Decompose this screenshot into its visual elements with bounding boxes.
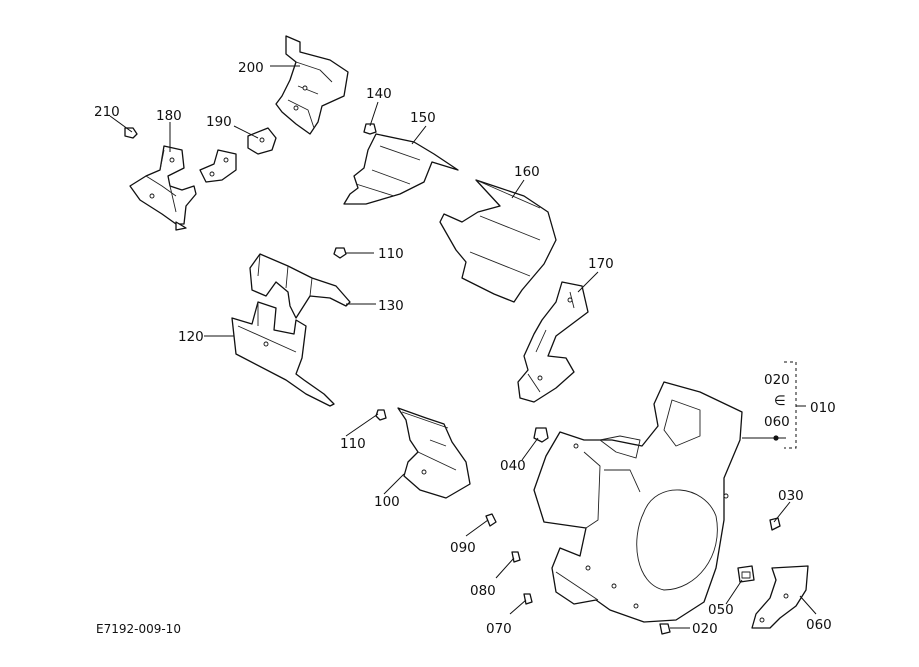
callout-090: 090 (450, 540, 476, 556)
part-110-bolt-lower[interactable] (375, 409, 387, 421)
callout-080: 080 (470, 583, 496, 599)
part-080-bolt[interactable] (511, 551, 521, 563)
part-010-housing[interactable] (533, 381, 743, 623)
callout-110-lower: 110 (340, 436, 366, 452)
callout-060-lower: 060 (806, 617, 832, 633)
part-200-bracket[interactable] (275, 35, 349, 135)
part-190-bracket[interactable] (199, 127, 277, 183)
callout-050: 050 (708, 602, 734, 618)
callout-170: 170 (588, 256, 614, 272)
range-separator: ∈ (774, 393, 786, 409)
callout-030: 030 (778, 488, 804, 504)
callout-labels: 200 210 180 190 140 150 160 110 130 120 … (94, 60, 836, 637)
callout-130: 130 (378, 298, 404, 314)
part-110-bolt-upper[interactable] (333, 247, 347, 259)
part-210-bolt[interactable] (124, 127, 138, 139)
callout-160: 160 (514, 164, 540, 180)
callout-140: 140 (366, 86, 392, 102)
callout-100: 100 (374, 494, 400, 510)
callout-060-upper: 060 (764, 414, 790, 430)
part-120-plate[interactable] (231, 301, 335, 407)
part-020-bolt-lower[interactable] (659, 623, 671, 635)
part-030-screw[interactable] (769, 517, 781, 531)
part-180-bracket[interactable] (129, 145, 197, 231)
callout-070: 070 (486, 621, 512, 637)
part-170-bracket[interactable] (517, 281, 589, 403)
callout-120: 120 (178, 329, 204, 345)
part-050-grommet[interactable] (737, 565, 755, 583)
callout-200: 200 (238, 60, 264, 76)
part-150-cover[interactable] (343, 133, 459, 205)
leader-lines (109, 65, 817, 629)
part-130-bracket[interactable] (249, 253, 351, 319)
callout-040: 040 (500, 458, 526, 474)
callout-010: 010 (810, 400, 836, 416)
callout-190: 190 (206, 114, 232, 130)
part-140-bolt[interactable] (363, 123, 377, 135)
group-bracket-010 (784, 361, 806, 449)
callout-150: 150 (410, 110, 436, 126)
part-060-side-cover[interactable] (751, 565, 809, 629)
part-100-mount[interactable] (397, 407, 471, 499)
callout-210: 210 (94, 104, 120, 120)
callout-110-upper: 110 (378, 246, 404, 262)
callout-020-upper: 020 (764, 372, 790, 388)
callout-020-lower: 020 (692, 621, 718, 637)
callout-180: 180 (156, 108, 182, 124)
part-160-cover[interactable] (439, 179, 557, 303)
diagram-code: E7192-009-10 (96, 622, 181, 636)
part-070-bolt[interactable] (523, 593, 533, 605)
part-090-bolt[interactable] (485, 513, 497, 527)
